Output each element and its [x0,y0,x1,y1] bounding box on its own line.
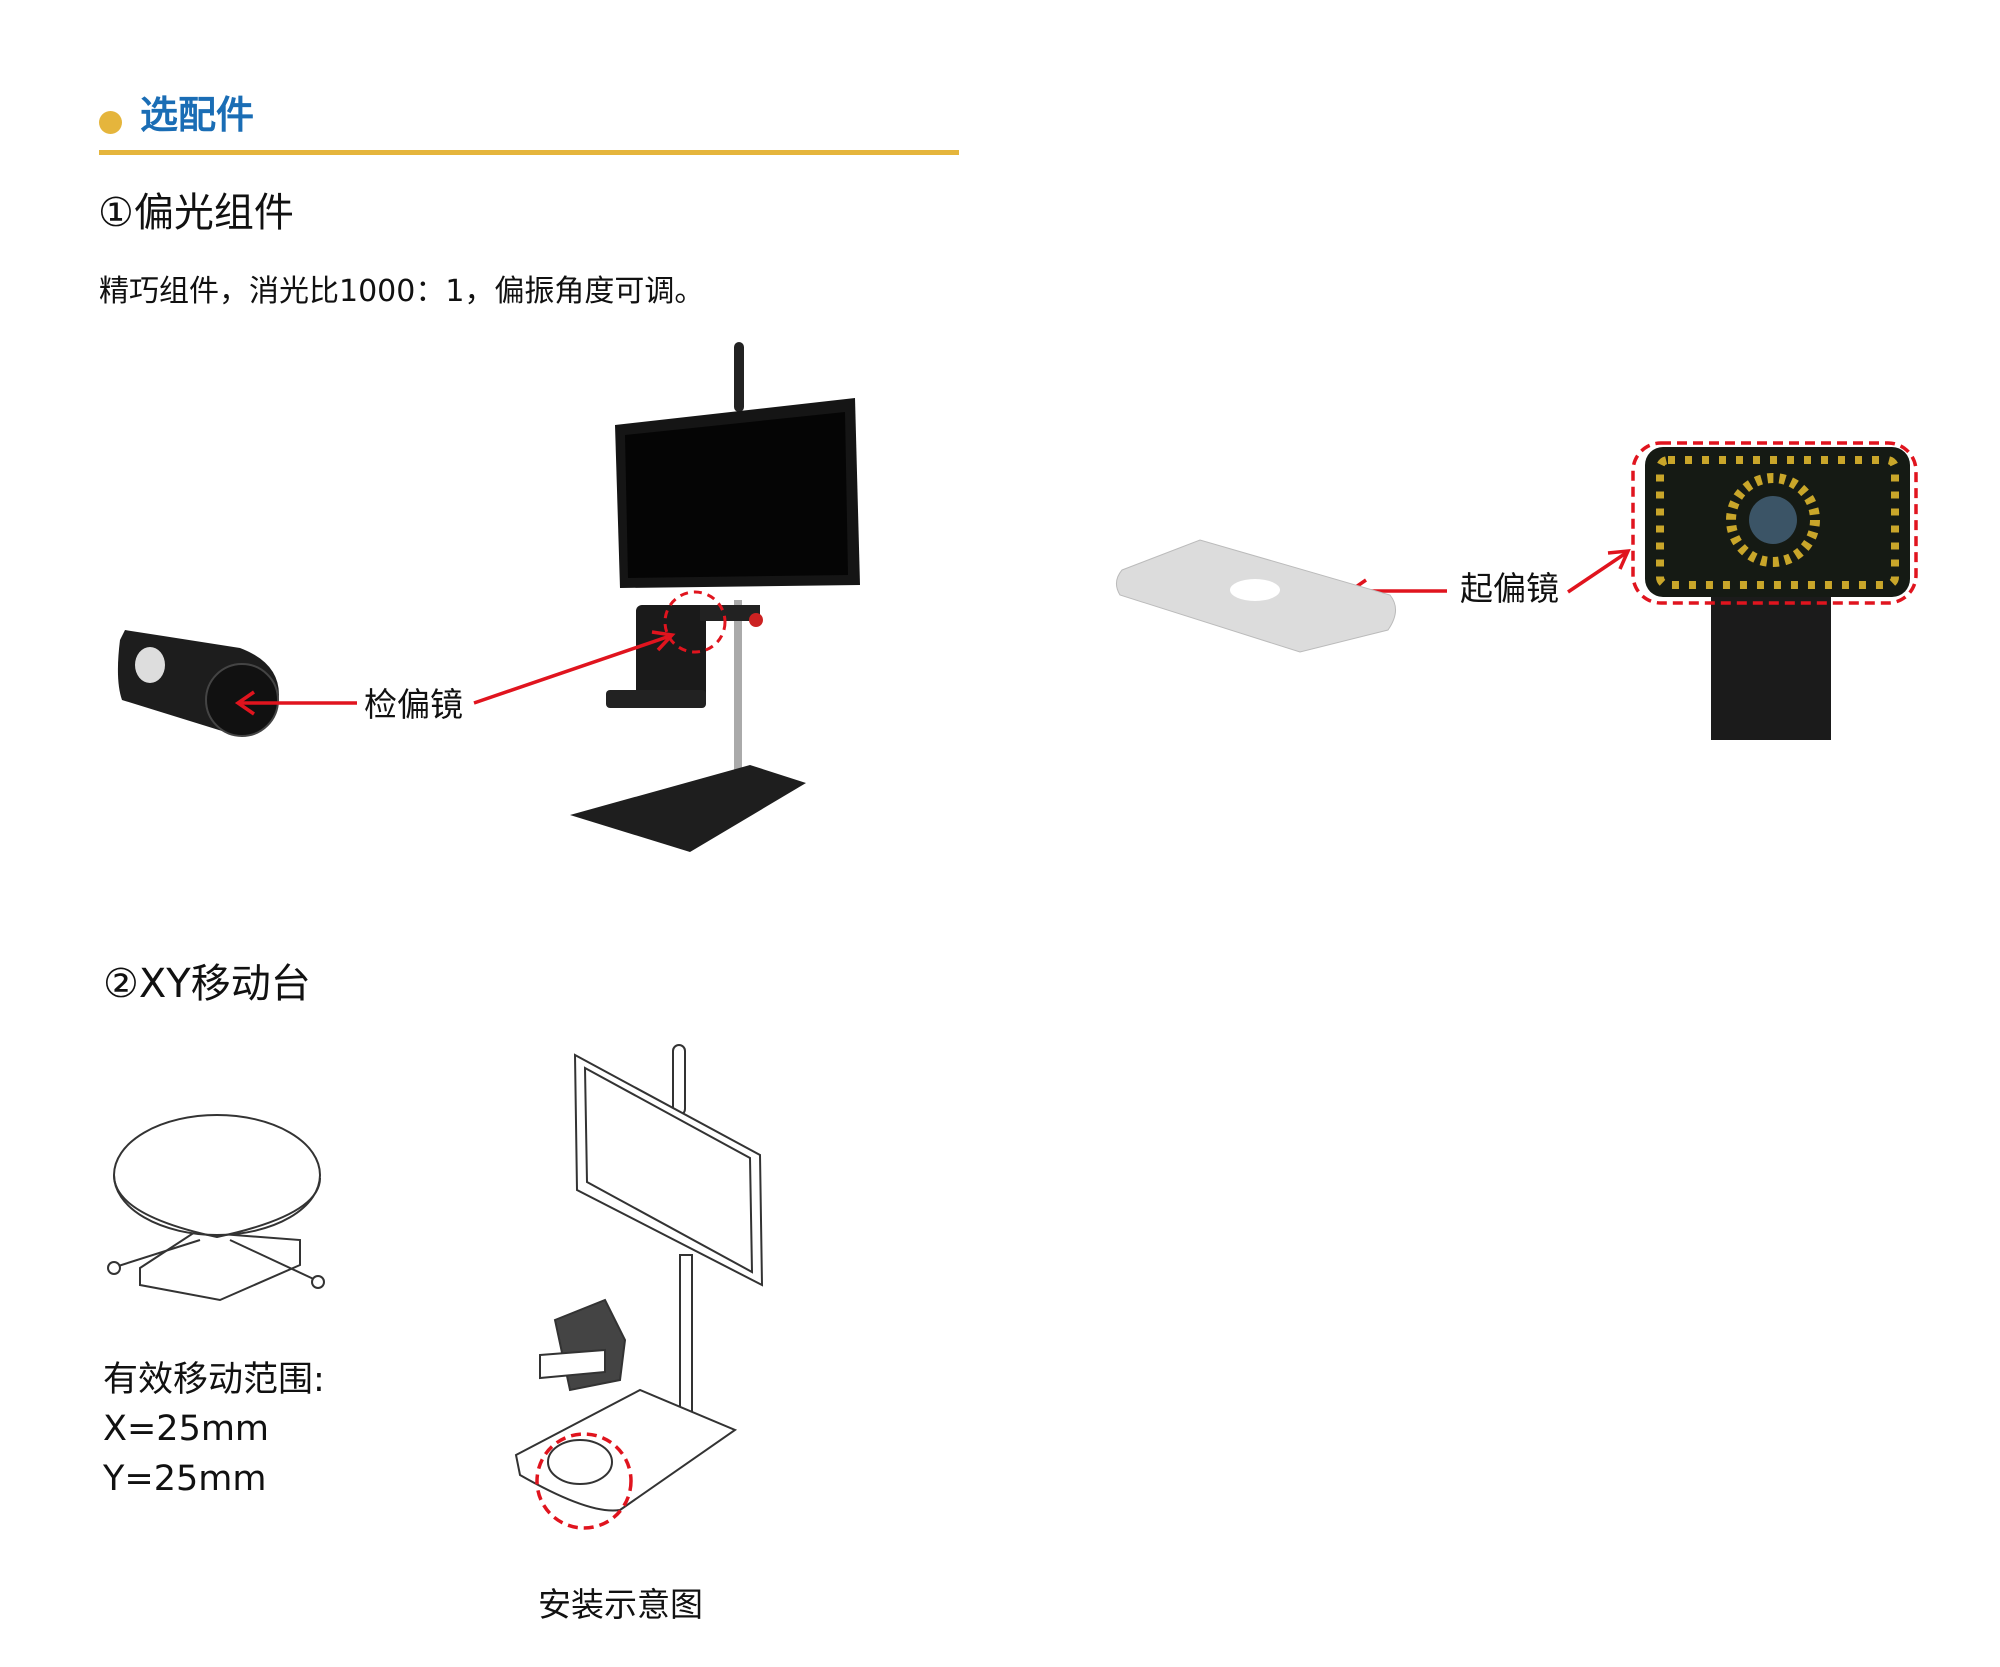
installation-diagram [514,1044,764,1512]
title-underline [99,150,959,155]
analyzer-highlight-circle [663,590,727,654]
polarizer-heading: ①偏光组件 [98,190,294,236]
analyzer-knob-image [117,630,279,737]
diagram-caption: 安装示意图 [538,1585,703,1624]
xy-stage-heading: ②XY移动台 [103,961,311,1007]
led-ring-board-image [1645,447,1910,740]
section-title: 选配件 [140,93,255,137]
polarizer-label: 起偏镜 [1460,569,1559,608]
y-range: Y=25mm [103,1459,267,1499]
analyzer-label: 检偏镜 [364,685,463,724]
xy-stage-image [107,1114,325,1302]
polarizer-plate-image [1116,539,1396,653]
range-label: 有效移动范围: [103,1360,325,1400]
bullet-dot [99,111,122,134]
polarizer-description: 精巧组件，消光比1000：1，偏振角度可调。 [99,274,705,309]
polarizer-highlight-box [1631,441,1918,605]
microscope-photo [570,342,860,852]
x-range: X=25mm [103,1409,270,1449]
xy-stage-highlight-circle [535,1432,633,1530]
